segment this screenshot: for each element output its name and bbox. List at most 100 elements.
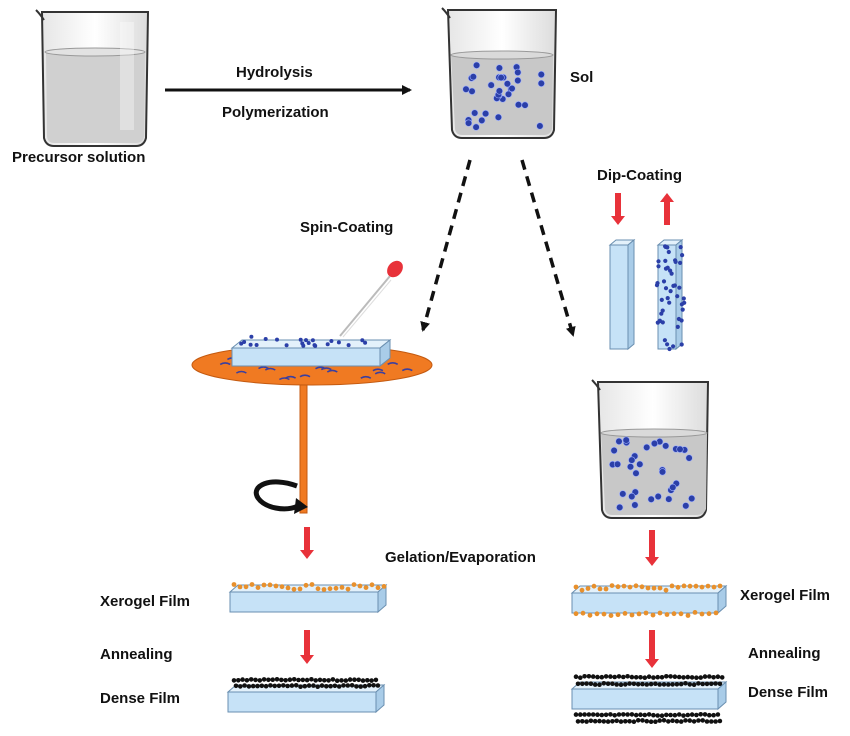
sol-label: Sol [570,69,593,86]
spin-streak [299,374,311,378]
particle [643,443,651,452]
xerogel-film-right [570,583,728,618]
particle [336,340,341,345]
particle [644,718,650,724]
particle [259,683,265,689]
particle [647,495,655,503]
particle [591,583,597,589]
particle [663,587,669,593]
particle [683,718,688,723]
particle [619,490,627,498]
particle [573,712,579,717]
particle [333,585,339,591]
particle [661,279,667,284]
particle [287,677,293,682]
particle [322,678,327,683]
particle [594,611,600,617]
particle [629,612,635,618]
particle [666,719,671,724]
particle [343,678,349,683]
particle [627,681,632,686]
particle [471,109,479,117]
red-down-arrow [300,630,314,664]
particle [249,334,254,339]
particle [657,718,662,723]
particle [626,463,635,471]
particle [236,678,241,683]
particle [678,719,684,724]
particle [669,583,675,589]
particle [650,439,659,448]
particle [687,718,693,723]
particle [603,674,609,679]
particle [665,495,673,503]
particle [681,713,686,718]
particle [670,718,675,723]
particle [654,283,660,288]
particle [668,712,673,718]
particle [651,585,657,591]
particle [381,584,387,589]
particle [612,713,617,718]
particle [663,286,669,291]
particle [676,445,684,453]
particle [514,68,522,76]
particle [653,719,658,724]
particle [635,718,641,723]
particle [691,719,697,724]
particle [495,87,504,95]
particle [680,253,685,258]
hydrolysis-label: Hydrolysis [236,64,313,81]
particle [632,469,640,477]
particle [373,677,379,683]
particle [592,718,598,724]
particle [648,719,654,724]
annealing-right-label: Annealing [748,645,821,662]
particle [704,719,710,724]
particle [588,681,594,686]
particle [317,677,323,683]
particle [692,610,698,615]
particle [713,681,718,686]
particle [663,258,668,263]
particle [573,611,579,617]
particle [702,674,708,679]
particle [349,683,355,688]
particle [625,674,630,679]
dip-beaker [591,379,710,519]
particle [661,718,667,723]
particle [664,712,669,718]
particle [681,583,687,589]
particle [605,681,611,686]
particle [671,283,676,288]
particle [659,713,665,718]
particle [676,712,682,717]
particle [666,249,671,255]
particle [713,610,719,616]
particle [609,583,615,588]
particle [614,718,619,724]
particle [231,678,237,683]
particle [587,612,593,618]
particle [711,712,716,718]
rotation-arrow-icon [253,479,308,514]
particle [717,718,723,724]
particle [599,712,605,718]
particle [298,684,303,689]
particle [656,259,661,264]
particle [580,681,585,687]
particle [462,85,470,93]
particle [313,678,319,683]
particle [699,611,705,617]
particle [713,719,718,724]
particle [255,683,260,689]
particle [627,584,633,590]
xerogel-film-left [228,582,388,614]
particle [578,712,583,717]
particle [595,712,600,717]
particle [309,582,315,587]
particle [465,119,473,127]
particle [261,582,267,588]
particle [334,678,340,683]
particle [657,318,663,323]
